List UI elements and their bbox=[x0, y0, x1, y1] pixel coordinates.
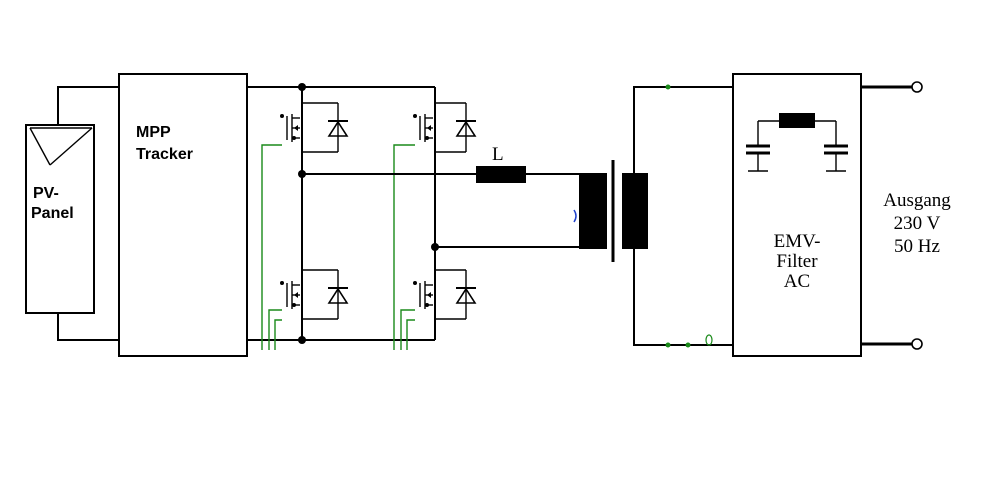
pv-panel-label-line2: Panel bbox=[31, 205, 74, 222]
junction-dot bbox=[298, 83, 306, 91]
h-bridge bbox=[247, 83, 477, 350]
gate-signal-lines bbox=[261, 144, 415, 350]
emv-filter-label-line2: Filter bbox=[776, 251, 818, 272]
junction-dot bbox=[298, 336, 306, 344]
mosfet-switch-s2 bbox=[412, 102, 477, 153]
pv-panel-label-line1: PV- bbox=[33, 185, 59, 202]
mosfet-switch-s4 bbox=[412, 269, 477, 320]
output-label-line3: 50 Hz bbox=[894, 236, 940, 257]
mpp-tracker-label-line2: Tracker bbox=[136, 146, 193, 163]
pv-panel: PV- Panel bbox=[25, 124, 95, 314]
filter-network bbox=[746, 113, 848, 172]
inductor-l bbox=[476, 166, 526, 183]
inductor-label: L bbox=[492, 144, 504, 165]
ac-link: L bbox=[302, 84, 733, 348]
output-terminal-bottom bbox=[911, 338, 923, 350]
output-label: Ausgang 230 V 50 Hz bbox=[883, 190, 951, 257]
output-label-line2: 230 V bbox=[894, 213, 941, 234]
emv-filter-label-line3: AC bbox=[784, 271, 810, 292]
output-terminal-top bbox=[911, 81, 923, 93]
output-label-line1: Ausgang bbox=[883, 190, 951, 211]
pv-to-mpp-wires bbox=[57, 86, 119, 341]
mosfet-switch-s1 bbox=[279, 102, 349, 153]
emv-filter-block: EMV- Filter AC bbox=[732, 73, 862, 357]
mpp-tracker-block: MPP Tracker bbox=[118, 73, 248, 357]
output-terminals bbox=[861, 81, 923, 350]
mosfet-switch-s3 bbox=[279, 269, 349, 320]
mpp-tracker-label-line1: MPP bbox=[136, 124, 171, 141]
emv-filter-label-line1: EMV- bbox=[774, 231, 821, 252]
